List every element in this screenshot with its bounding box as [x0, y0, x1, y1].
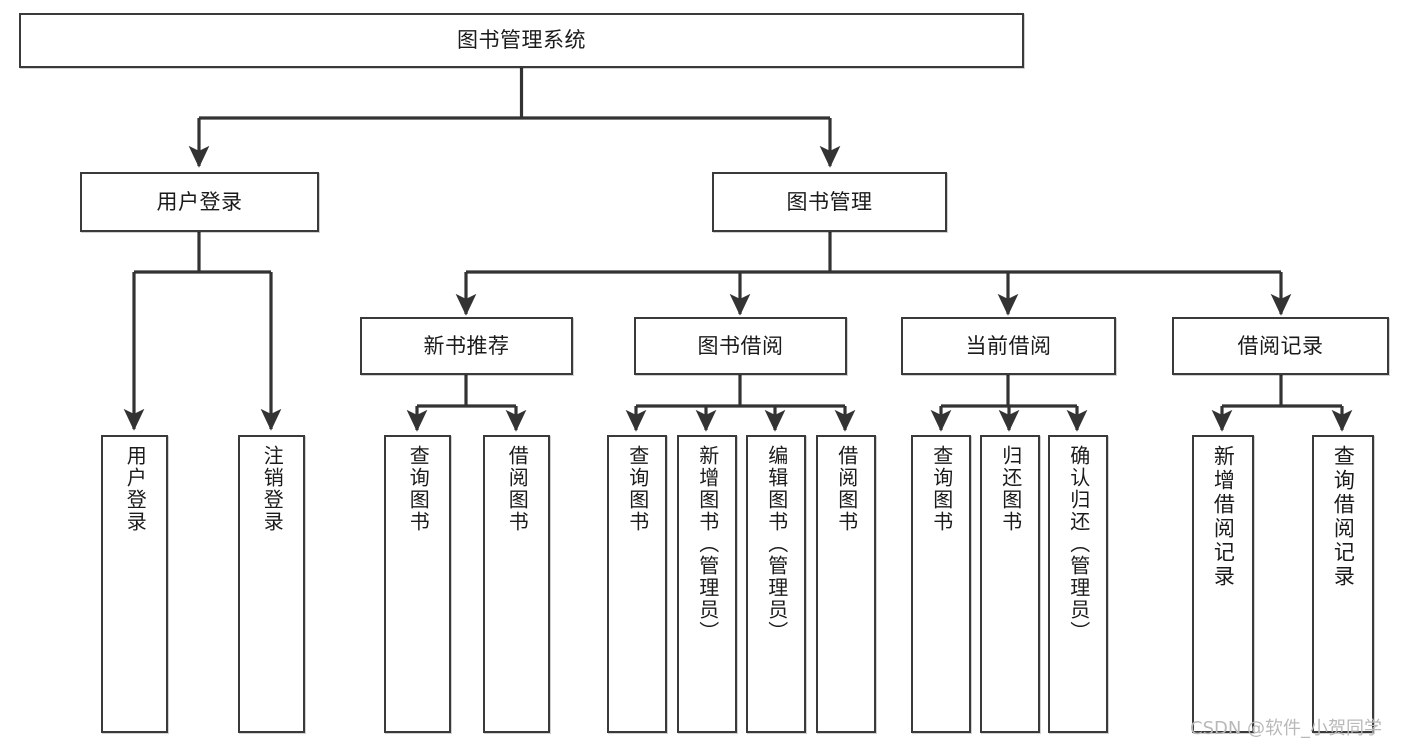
node-book-borrow-label: 图书借阅 — [697, 333, 784, 358]
leaf-query-record[interactable]: 查询借阅记录 — [1312, 435, 1374, 733]
leaf-logout[interactable]: 注销登录 — [238, 435, 305, 733]
leaf-borrow-book-1-label: 借阅图书 — [505, 445, 530, 533]
node-current-borrow-label: 当前借阅 — [965, 333, 1052, 358]
leaf-add-record-label: 新增借阅记录 — [1211, 445, 1236, 589]
node-user-login[interactable]: 用户登录 — [80, 172, 319, 232]
leaf-query-record-label: 查询借阅记录 — [1331, 445, 1356, 589]
leaf-confirm-return[interactable]: 确认归还（管理员） — [1048, 435, 1108, 733]
leaf-query-book-3[interactable]: 查询图书 — [911, 435, 971, 733]
csdn-watermark: CSDN @软件_小贺同学 — [1190, 718, 1383, 739]
leaf-query-book-2[interactable]: 查询图书 — [607, 435, 667, 733]
leaf-add-book-label: 新增图书（管理员） — [695, 445, 720, 643]
leaf-borrow-book-2-label: 借阅图书 — [834, 445, 859, 533]
leaf-confirm-return-label: 确认归还（管理员） — [1066, 445, 1091, 643]
leaf-query-book-1[interactable]: 查询图书 — [384, 435, 451, 733]
leaf-query-book-3-label: 查询图书 — [929, 445, 954, 533]
leaf-add-record[interactable]: 新增借阅记录 — [1192, 435, 1254, 733]
node-book-borrow[interactable]: 图书借阅 — [634, 317, 847, 375]
leaf-logout-label: 注销登录 — [260, 445, 285, 533]
node-root[interactable]: 图书管理系统 — [19, 13, 1024, 68]
node-book-management-label: 图书管理 — [786, 189, 873, 214]
node-user-login-label: 用户登录 — [156, 189, 243, 214]
node-root-label: 图书管理系统 — [457, 28, 586, 53]
leaf-query-book-2-label: 查询图书 — [625, 445, 650, 533]
leaf-add-book[interactable]: 新增图书（管理员） — [677, 435, 737, 733]
node-book-management[interactable]: 图书管理 — [712, 172, 947, 232]
leaf-return-book-label: 归还图书 — [998, 445, 1023, 533]
leaf-return-book[interactable]: 归还图书 — [980, 435, 1040, 733]
node-current-borrow[interactable]: 当前借阅 — [901, 317, 1116, 375]
node-new-book-recommend[interactable]: 新书推荐 — [360, 317, 573, 375]
leaf-borrow-book-2[interactable]: 借阅图书 — [816, 435, 876, 733]
node-borrow-record[interactable]: 借阅记录 — [1172, 317, 1389, 375]
leaf-user-login[interactable]: 用户登录 — [101, 435, 168, 733]
leaf-borrow-book-1[interactable]: 借阅图书 — [483, 435, 550, 733]
node-borrow-record-label: 借阅记录 — [1237, 333, 1324, 358]
leaf-edit-book-label: 编辑图书（管理员） — [764, 445, 789, 643]
node-new-book-recommend-label: 新书推荐 — [423, 333, 510, 358]
leaf-query-book-1-label: 查询图书 — [406, 445, 431, 533]
leaf-user-login-label: 用户登录 — [123, 445, 148, 533]
leaf-edit-book[interactable]: 编辑图书（管理员） — [746, 435, 806, 733]
